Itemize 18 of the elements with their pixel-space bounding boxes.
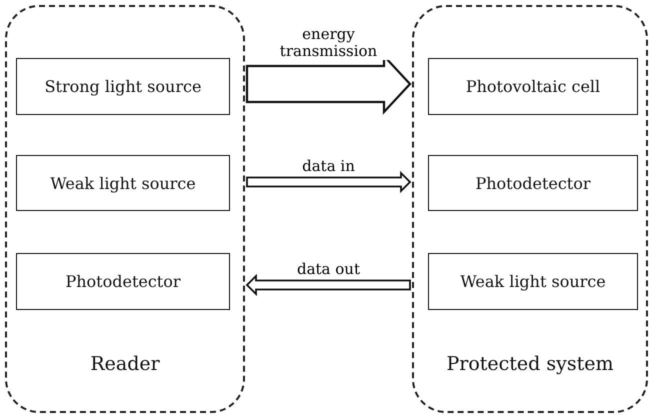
block-arrow <box>246 170 412 194</box>
component-box <box>428 58 638 115</box>
group-container <box>412 5 648 413</box>
component-box <box>16 253 230 310</box>
group-title: Protected system <box>445 353 615 375</box>
component-box <box>428 253 638 310</box>
component-label: Strong light source <box>44 77 202 96</box>
component-label: Photovoltaic cell <box>466 77 600 96</box>
block-arrow <box>246 274 411 296</box>
component-box <box>16 155 230 211</box>
component-label: Photodetector <box>65 272 181 291</box>
group-title: Reader <box>89 353 161 375</box>
component-label: Weak light source <box>460 272 606 291</box>
component-box <box>428 155 638 211</box>
component-box <box>16 58 230 115</box>
group-container <box>5 5 245 413</box>
component-label: Weak light source <box>50 174 196 192</box>
component-label: Photodetector <box>475 174 591 192</box>
